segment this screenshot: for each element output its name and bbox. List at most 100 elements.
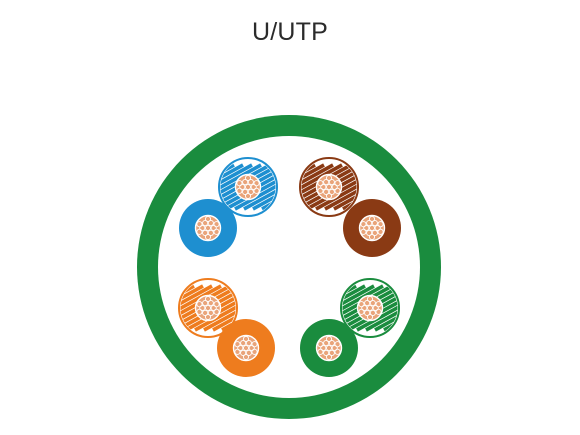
copper-strand [325, 353, 333, 361]
copper-strand [199, 224, 206, 232]
copper-strand [375, 308, 382, 315]
copper-strand [204, 304, 212, 312]
copper-strand [317, 187, 324, 194]
copper-strand [207, 300, 214, 307]
copper-strand [366, 304, 374, 312]
copper-strand [210, 224, 217, 232]
blue-pair [179, 157, 278, 257]
copper-core [315, 173, 343, 201]
copper-strand [236, 187, 243, 194]
copper-strand [244, 183, 252, 191]
copper-strand [202, 300, 209, 307]
copper-strand [328, 349, 335, 356]
copper-strand [213, 221, 220, 228]
copper-strand [251, 341, 258, 348]
copper-strand [323, 179, 330, 186]
copper-strand [366, 220, 373, 227]
copper-strand [325, 192, 333, 200]
copper-strand [360, 221, 367, 228]
copper-strand [247, 179, 254, 186]
copper-strand [248, 344, 255, 352]
copper-strand [242, 353, 250, 361]
copper-strand [328, 179, 335, 186]
copper-strand [245, 340, 252, 347]
copper-strand [374, 224, 381, 232]
copper-strand [213, 228, 220, 235]
copper-strand [368, 224, 376, 232]
copper-strand [325, 183, 333, 191]
copper-strand [234, 348, 241, 355]
copper-strand [363, 224, 370, 232]
copper-strand [334, 187, 341, 194]
copper-strand [253, 180, 260, 187]
copper-strand [244, 192, 252, 200]
copper-strand [317, 348, 324, 355]
orange-pair [178, 278, 275, 377]
copper-strand [323, 188, 330, 195]
copper-strand [207, 229, 214, 236]
copper-strand [334, 348, 341, 355]
copper-strand [328, 340, 335, 347]
copper-strand [202, 220, 209, 227]
copper-strand [207, 309, 214, 316]
copper-core [234, 173, 262, 201]
copper-strand [325, 335, 333, 343]
copper-strand [210, 304, 217, 312]
copper-strand [250, 183, 257, 191]
copper-strand [202, 229, 209, 236]
copper-strand [372, 304, 379, 312]
copper-strand [361, 304, 368, 312]
copper-strand [204, 224, 212, 232]
copper-strand [320, 183, 327, 191]
copper-strand [253, 187, 260, 194]
copper-strand [358, 308, 365, 315]
copper-strand [202, 309, 209, 316]
copper-strand [334, 341, 341, 348]
copper-strand [242, 179, 249, 186]
copper-strand [325, 174, 333, 182]
copper-strand [196, 228, 203, 235]
copper-strand [369, 309, 376, 316]
copper-strand [358, 301, 365, 308]
copper-strand [247, 188, 254, 195]
copper-strand [366, 295, 374, 303]
copper-strand [377, 221, 384, 228]
copper-strand [371, 229, 378, 236]
copper-strand [369, 300, 376, 307]
copper-strand [251, 348, 258, 355]
copper-core [356, 294, 384, 322]
copper-core [194, 214, 222, 242]
copper-strand [364, 300, 371, 307]
copper-strand [199, 304, 206, 312]
copper-strand [317, 341, 324, 348]
copper-strand [196, 221, 203, 228]
copper-strand [331, 183, 338, 191]
copper-strand [320, 344, 327, 352]
copper-strand [377, 228, 384, 235]
copper-strand [368, 215, 376, 223]
copper-strand [240, 340, 247, 347]
copper-strand [371, 220, 378, 227]
copper-strand [245, 349, 252, 356]
copper-strand [196, 301, 203, 308]
copper-strand [239, 183, 246, 191]
copper-strand [196, 308, 203, 315]
copper-strand [325, 344, 333, 352]
copper-core [315, 334, 343, 362]
copper-strand [334, 180, 341, 187]
copper-strand [364, 309, 371, 316]
copper-strand [242, 344, 250, 352]
copper-strand [323, 340, 330, 347]
cable-core-space [158, 136, 420, 398]
copper-strand [242, 188, 249, 195]
diagram-title: U/UTP [252, 18, 328, 46]
copper-strand [204, 215, 212, 223]
copper-strand [244, 174, 252, 182]
copper-strand [240, 349, 247, 356]
copper-strand [207, 220, 214, 227]
copper-strand [213, 308, 220, 315]
copper-strand [317, 180, 324, 187]
copper-strand [360, 228, 367, 235]
copper-strand [237, 344, 244, 352]
